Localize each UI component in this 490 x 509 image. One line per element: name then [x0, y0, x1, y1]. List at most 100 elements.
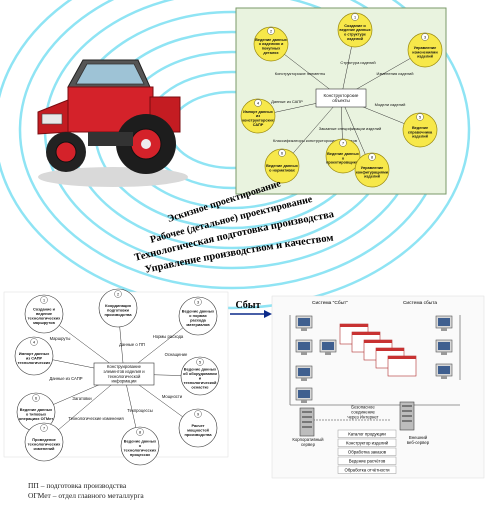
- node-number-badge: [339, 139, 347, 147]
- node-number: 8: [371, 155, 373, 159]
- node-number-badge: [40, 424, 48, 432]
- bottom-node-3: [178, 296, 218, 336]
- menu-item-box-2: [337, 438, 397, 447]
- top-edge-label-3: Изменения изделий: [376, 71, 413, 76]
- node-number: 1: [354, 15, 356, 19]
- node-number: 3: [424, 35, 426, 39]
- bottom-node-2: [98, 288, 138, 328]
- top-edge-label-7: Классификаторы конструкторских элементов: [273, 138, 357, 143]
- menu-item-box-1: [337, 429, 397, 438]
- top-node-2: [253, 26, 289, 62]
- right-workstation-3: [435, 363, 453, 379]
- footnote-2: ОГМет – отдел главного металлурга: [28, 491, 144, 500]
- top-edge-label-2: Структура изделий: [340, 60, 375, 65]
- bottom-edge-label-1: Маршруты: [50, 336, 71, 341]
- footnote-1: ПП – подготовка производства: [28, 481, 127, 490]
- node-number: 5: [199, 360, 201, 364]
- node-number: 9: [197, 412, 199, 416]
- right-workstation-2: [435, 339, 453, 355]
- sales-network-diagram: Система "Сбыт"Система сбытаКорпоративный…: [271, 295, 485, 479]
- node-number-badge: [416, 113, 424, 121]
- node-number-badge: [351, 13, 359, 21]
- menu-item-5: Обработка отчётности: [344, 468, 390, 473]
- node-number-badge: [114, 290, 122, 298]
- top-node-8: [354, 152, 390, 188]
- menu-item-box-4: [337, 456, 397, 465]
- tractor-image: [37, 59, 188, 187]
- node-number-badge: [254, 99, 262, 107]
- menu-item-box-3: [337, 447, 397, 456]
- top-node-4: [240, 98, 276, 134]
- bottom-node-9: [178, 408, 218, 448]
- sales-label: Сбыт: [235, 300, 260, 311]
- bottom-edge-label-4: Данные из САПР: [49, 376, 82, 381]
- node-number: 3: [197, 300, 199, 304]
- top-node-1: [337, 12, 373, 48]
- node-number: 8: [139, 430, 141, 434]
- bottom-node-7: [24, 422, 64, 462]
- top-edge-label-1: Конструкторские элементы: [275, 71, 326, 76]
- bottom-edge-label-7: Мощности: [162, 394, 183, 399]
- node-number-badge: [32, 394, 40, 402]
- node-number-badge: [194, 298, 202, 306]
- network-label-sales-system-2: Система сбыта: [403, 300, 437, 306]
- node-number: 2: [117, 292, 119, 296]
- menu-item-1: Каталог продукции: [348, 432, 386, 437]
- left-workstation-3: [295, 365, 313, 381]
- ring-8: [0, 0, 471, 310]
- bottom-edge-label-2: Данные о ПП: [119, 342, 145, 347]
- node-number-badge: [40, 296, 48, 304]
- sales-arrow: [230, 310, 272, 318]
- node-number: 6: [35, 396, 37, 400]
- bottom-node-8: [120, 426, 160, 466]
- bottom-edge-label-3: Нормы расхода: [153, 334, 184, 339]
- node-number: 4: [33, 340, 35, 344]
- menu-item-4: Ведение расчётов: [349, 459, 386, 464]
- node-number-badge: [421, 33, 429, 41]
- node-number: 2: [270, 29, 272, 33]
- node-number: 5: [419, 115, 421, 119]
- bottom-node-1: [24, 294, 64, 334]
- node-number: 4: [257, 101, 259, 105]
- product-structure-diagram: Конструкторские элементы Структура издели…: [235, 7, 447, 195]
- left-workstation-4: [295, 387, 313, 403]
- left-workstation-1: [295, 315, 313, 331]
- center-workstation: [319, 339, 337, 355]
- network-label-sales-system: Система "Сбыт": [312, 300, 348, 306]
- node-number: 1: [43, 298, 45, 302]
- bottom-center-box: [93, 362, 155, 386]
- top-node-7: [325, 138, 361, 174]
- node-number-badge: [194, 410, 202, 418]
- menu-item-3: Обработка заказов: [348, 450, 387, 455]
- top-center-box: [315, 88, 367, 108]
- bottom-edge-label-9: Техпроцессы: [127, 408, 152, 413]
- node-number-badge: [30, 338, 38, 346]
- top-edge-label-4: Данные из САПР: [271, 99, 303, 104]
- node-number: 6: [281, 151, 283, 155]
- node-number-badge: [278, 149, 286, 157]
- node-number-badge: [368, 153, 376, 161]
- bottom-edge-label-8: Технологические изменения: [68, 416, 123, 421]
- bottom-node-4: [14, 336, 54, 376]
- left-workstation-2: [295, 339, 313, 355]
- node-number-badge: [267, 27, 275, 35]
